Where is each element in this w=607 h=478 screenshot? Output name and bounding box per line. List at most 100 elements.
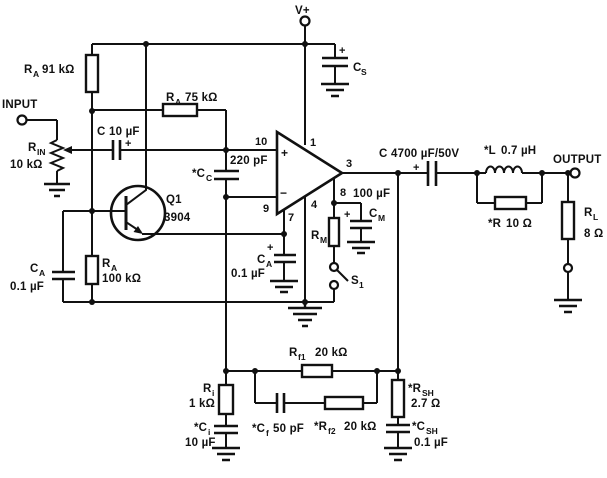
ra91k-ref: R — [24, 64, 33, 76]
resistor-r-snub — [493, 195, 528, 211]
resistor-ra-91k — [84, 53, 100, 94]
ca-byp-ref: C — [257, 254, 266, 266]
output-terminal — [569, 167, 581, 179]
pin-label-4: 4 — [311, 199, 318, 211]
ra91k-value: 91 kΩ — [42, 64, 75, 76]
ground-symbols — [44, 82, 582, 462]
cc-sub: C — [206, 173, 212, 183]
cm-ref: C — [369, 208, 378, 220]
wire-feedback — [225, 370, 398, 448]
resistor-ri — [217, 383, 235, 416]
input-label: INPUT — [2, 99, 38, 111]
q1-ref: Q1 — [166, 194, 182, 206]
c-in-plus: + — [125, 138, 131, 150]
cc-ref: *C — [192, 168, 205, 180]
ra100k-sub: A — [111, 263, 117, 273]
wire-snubber — [476, 173, 543, 204]
pin-labels: 10 1 9 7 4 8 3 — [255, 136, 352, 224]
opamp: + − — [275, 129, 345, 217]
cm-plus: + — [344, 209, 350, 221]
c-out-ref: C — [379, 148, 388, 160]
capacitor-ci — [214, 424, 238, 435]
ground-rl — [554, 298, 582, 314]
cm-sub: M — [378, 213, 385, 223]
l-out-value: 0.7 µH — [501, 145, 536, 157]
rf1-sub: f1 — [298, 352, 306, 362]
ri-sub: i — [212, 388, 214, 398]
resistor-bodies — [84, 53, 576, 419]
capacitor-cf — [275, 393, 286, 413]
wire-pin9-feedback — [225, 150, 277, 371]
ra75k-value: 75 kΩ — [185, 92, 218, 104]
c-out-value: 4700 µF/50V — [391, 148, 459, 160]
cm-value: 100 µF — [353, 188, 390, 200]
input-terminal — [16, 114, 28, 126]
ci-value: 10 µF — [185, 437, 216, 449]
rl-value: 8 Ω — [584, 228, 603, 240]
capacitor-c-out — [426, 161, 438, 186]
pin-label-9: 9 — [263, 203, 269, 215]
r-snub-ref: *R — [488, 218, 502, 230]
wire-input — [26, 119, 113, 184]
resistor-ra-100k — [84, 254, 100, 286]
ra75k-ref: R — [166, 92, 175, 104]
wire-bottom-rail — [62, 211, 334, 303]
q1-emitter-arrow-icon — [133, 226, 143, 234]
ra91k-sub: A — [33, 69, 39, 79]
rf1-value: 20 kΩ — [315, 347, 348, 359]
pin-label-3: 3 — [346, 158, 352, 170]
ground-cm — [347, 240, 375, 255]
cs-ref: C — [353, 62, 362, 74]
capacitor-ca-byp — [274, 253, 296, 264]
rl-sub: L — [593, 212, 598, 222]
rin-zigzag — [48, 139, 66, 172]
ri-ref: R — [203, 383, 212, 395]
capacitor-csh — [386, 423, 410, 434]
rsh-value: 2.7 Ω — [411, 398, 440, 410]
ci-sub: i — [208, 427, 210, 437]
ground-csh — [384, 446, 412, 462]
q1-value: 3904 — [164, 212, 191, 224]
capacitor-cs — [322, 56, 348, 68]
opamp-triangle — [275, 129, 345, 217]
transistor-q1 — [109, 184, 167, 242]
resistor-rf2 — [323, 395, 365, 411]
capacitor-c-in — [111, 140, 122, 160]
wire-q1 — [63, 44, 284, 235]
junction-dots — [89, 41, 571, 374]
rf1-ref: R — [289, 347, 298, 359]
rf2-sub: f2 — [328, 426, 336, 436]
csh-sub: SH — [426, 426, 438, 436]
rm-ref: R — [311, 230, 320, 242]
opamp-minus-mark: − — [280, 186, 287, 200]
q1-body — [109, 184, 167, 242]
ground-cs — [321, 82, 349, 98]
pin-label-1: 1 — [310, 137, 316, 149]
cf-value: 50 pF — [273, 423, 304, 435]
resistor-rl — [560, 200, 576, 241]
cf-ref: *C — [252, 423, 265, 435]
ground-ca-byp — [270, 279, 298, 294]
opamp-plus-mark: + — [281, 146, 288, 160]
s1-contact-bottom — [328, 279, 340, 291]
l-out-ref: *L — [484, 145, 496, 157]
pin-label-10: 10 — [255, 136, 267, 148]
ca-in-value: 0.1 µF — [10, 281, 44, 293]
vplus-label: V+ — [295, 5, 310, 17]
resistor-rf1 — [300, 363, 334, 379]
rl-ref: R — [584, 207, 593, 219]
csh-value: 0.1 µF — [414, 437, 448, 449]
capacitor-cc — [214, 169, 239, 181]
wire-ra75k — [92, 109, 227, 150]
s1-blade — [336, 269, 349, 282]
ca-byp-sub: A — [266, 259, 272, 269]
rin-ref: R — [28, 142, 37, 154]
cs-sub: S — [361, 67, 367, 77]
ra100k-ref: R — [102, 258, 111, 270]
rin-sub: IN — [37, 147, 46, 157]
rin-value: 10 kΩ — [10, 159, 43, 171]
ground-rin — [44, 182, 70, 198]
csh-ref: *C — [412, 421, 425, 433]
